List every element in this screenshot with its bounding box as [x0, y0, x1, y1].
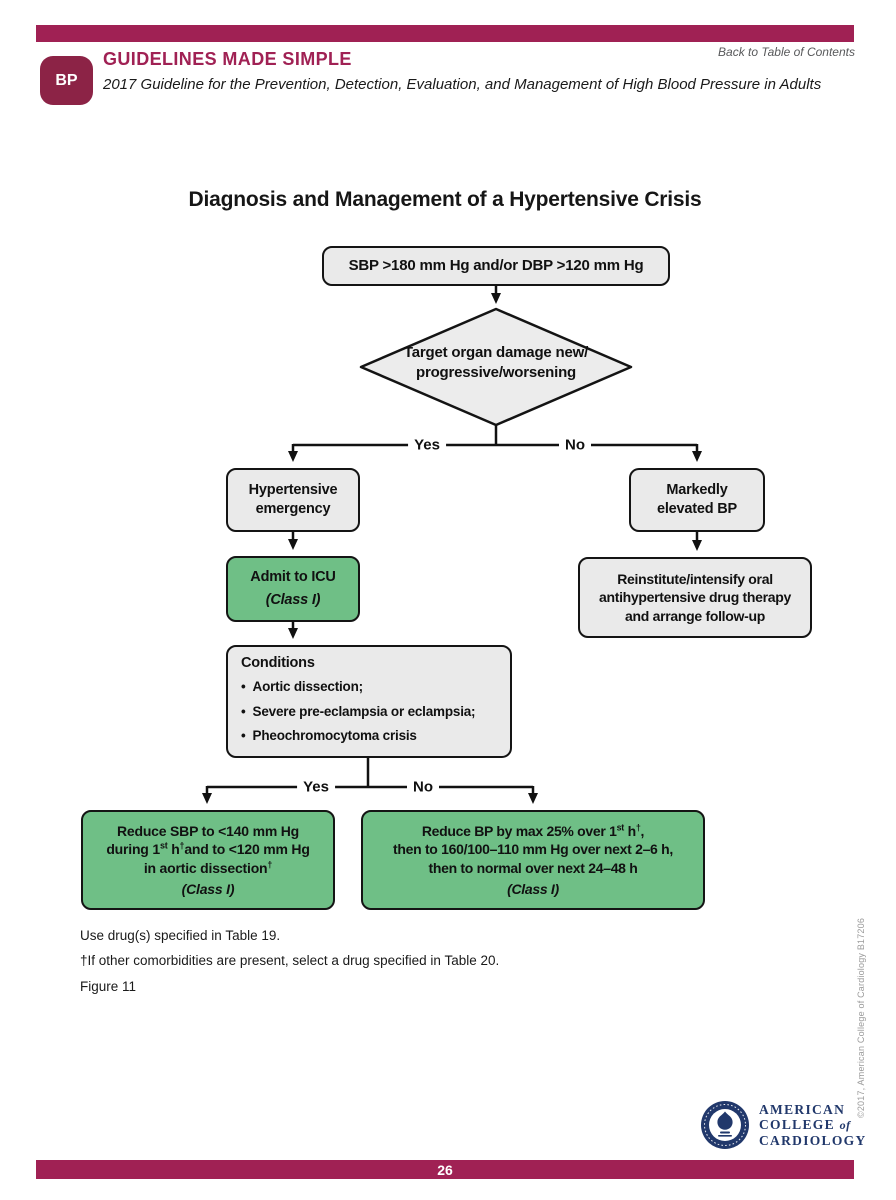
- page-number: 26: [437, 1161, 453, 1178]
- bullet-icon: •: [241, 728, 246, 744]
- text-line: Reinstitute/intensify oral: [617, 570, 773, 587]
- condition-text: Pheochromocytoma crisis: [252, 728, 417, 744]
- text-line: antihypertensive drug therapy: [598, 589, 792, 606]
- condition-text: Aortic dissection;: [252, 678, 364, 694]
- acc-seal-icon: [701, 1101, 749, 1149]
- text-line: progressive/worsening: [415, 363, 577, 381]
- class-recommendation: (Class I): [507, 880, 559, 897]
- flow-node-hypertensive-emergency: Hypertensive emergency: [226, 468, 360, 532]
- acc-logo: AMERICAN COLLEGE of CARDIOLOGY: [700, 1100, 867, 1150]
- text-line: elevated BP: [656, 501, 737, 517]
- flow-node-admit-icu: Admit to ICU (Class I): [226, 556, 360, 622]
- series-title: GUIDELINES MADE SIMPLE: [103, 49, 352, 69]
- flow-node-reduce-bp-max25: Reduce BP by max 25% over 1st h†, then t…: [361, 810, 705, 910]
- text-line: then to 160/100–110 mm Hg over next 2–6 …: [393, 841, 673, 858]
- conditions-title: Conditions: [241, 654, 315, 671]
- text-line: Markedly: [666, 481, 728, 498]
- branch-yes-label: Yes: [297, 778, 335, 796]
- flow-node-reinstitute-therapy: Reinstitute/intensify oral antihypertens…: [578, 557, 812, 638]
- copyright-note: ©2017, American College of Cardiology B1…: [856, 917, 866, 1118]
- logo-line: AMERICAN: [759, 1101, 846, 1117]
- condition-text: Severe pre-eclampsia or eclampsia;: [252, 703, 476, 719]
- bullet-icon: •: [241, 703, 246, 719]
- flow-node-conditions: Conditions • Aortic dissection; • Severe…: [226, 645, 512, 758]
- guideline-subtitle: 2017 Guideline for the Prevention, Detec…: [103, 76, 822, 93]
- back-to-toc-link[interactable]: Back to Table of Contents: [718, 45, 855, 59]
- text-line: during 1st h†and to <120 mm Hg: [106, 840, 310, 858]
- acc-logo-text: AMERICAN COLLEGE of CARDIOLOGY: [759, 1102, 867, 1148]
- text-line: Admit to ICU: [250, 569, 336, 586]
- flow-node-reduce-sbp: Reduce SBP to <140 mm Hg during 1st h†an…: [81, 810, 335, 910]
- header-accent-bar: [36, 25, 854, 42]
- logo-word-of: of: [839, 1118, 851, 1133]
- bp-badge: BP: [40, 56, 93, 105]
- logo-word: COLLEGE: [759, 1117, 835, 1133]
- condition-item: • Pheochromocytoma crisis: [241, 724, 417, 749]
- class-recommendation: (Class I): [265, 591, 321, 608]
- decision-label: Target organ damage new/ progressive/wor…: [356, 343, 636, 383]
- text-line: Target organ damage new/: [403, 344, 589, 361]
- text-line: Reduce BP by max 25% over 1st h†,: [421, 821, 645, 839]
- page-title: Diagnosis and Management of a Hypertensi…: [188, 188, 702, 211]
- class-recommendation: (Class I): [181, 880, 235, 897]
- text-line: Reduce SBP to <140 mm Hg: [116, 822, 300, 839]
- figure-caption: Figure 11: [80, 979, 137, 994]
- footnote-dagger: †If other comorbidities are present, sel…: [80, 953, 500, 968]
- bp-badge-label: BP: [55, 71, 78, 89]
- text-line: SBP >180 mm Hg and/or DBP >120 mm Hg: [348, 257, 644, 275]
- bullet-icon: •: [241, 678, 246, 694]
- footer-bar: 26: [36, 1160, 854, 1179]
- text-line: emergency: [255, 501, 331, 517]
- text-line: and arrange follow-up: [625, 607, 765, 624]
- logo-line: COLLEGE of: [759, 1117, 867, 1133]
- logo-line: CARDIOLOGY: [759, 1132, 867, 1148]
- text-line: then to normal over next 24–48 h: [428, 859, 638, 876]
- footnote-drugs: Use drug(s) specified in Table 19.: [80, 928, 281, 943]
- flow-node-start-criteria: SBP >180 mm Hg and/or DBP >120 mm Hg: [322, 246, 670, 286]
- text-line: Hypertensive: [248, 481, 338, 498]
- branch-yes-label: Yes: [408, 436, 446, 454]
- flow-node-markedly-elevated-bp: Markedly elevated BP: [629, 468, 765, 532]
- condition-item: • Aortic dissection;: [241, 675, 363, 700]
- text-line: in aortic dissection†: [143, 858, 273, 876]
- condition-item: • Severe pre-eclampsia or eclampsia;: [241, 700, 476, 725]
- branch-no-label: No: [559, 436, 591, 454]
- branch-no-label: No: [407, 778, 439, 796]
